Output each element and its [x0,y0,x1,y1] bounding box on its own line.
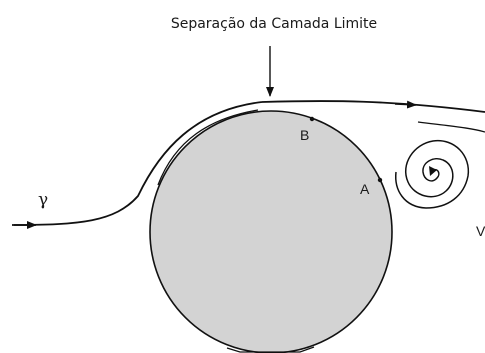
vortex-arrowhead-icon [429,166,437,176]
incoming-streamline [11,101,263,226]
point-a-marker [377,177,383,183]
point-b-marker [309,116,315,122]
cylinder-bottom-notch [226,346,315,353]
outer-streamline [417,121,485,133]
boundary-layer-line [157,109,259,186]
diagram-title: Separação da Camada Limite [171,16,377,32]
flow-gamma-label: γ [38,190,48,210]
vortex-v-label: V [476,223,485,239]
separated-streamline [261,100,485,113]
point-b-label: B [300,127,309,143]
cylinder [149,110,393,353]
separated-flow-arrow [394,100,417,109]
vortex-spiral [395,140,470,209]
point-a-label: A [360,181,370,197]
